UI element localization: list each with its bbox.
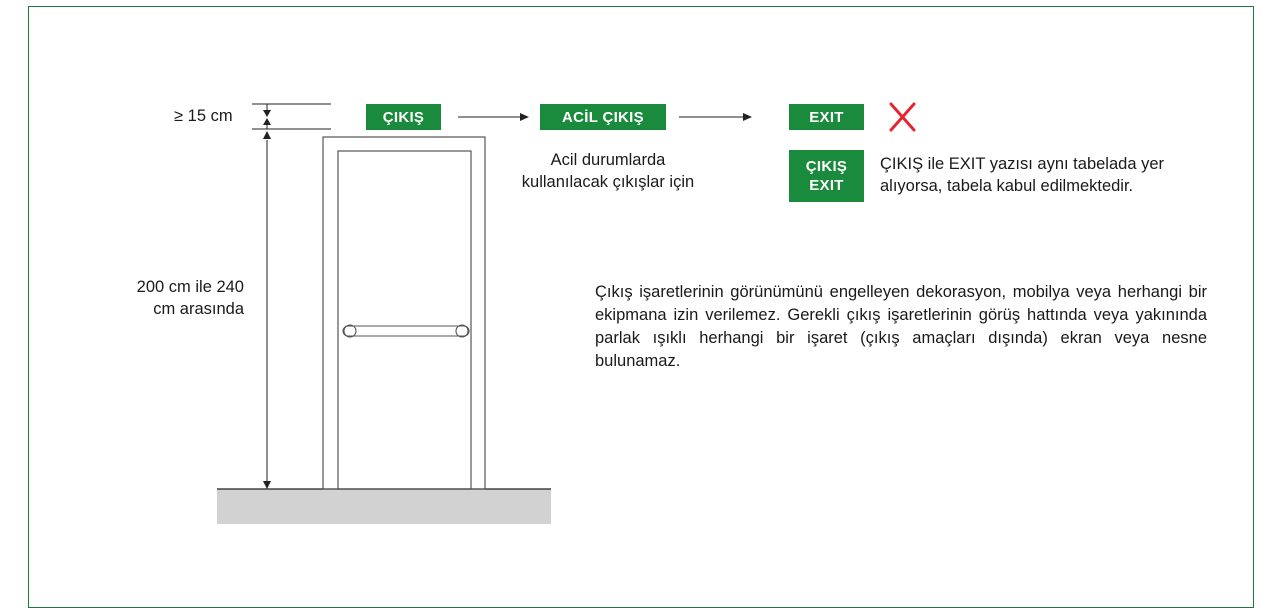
- bilingual-note: ÇIKIŞ ile EXIT yazısı aynı tabelada yer …: [880, 153, 1220, 197]
- bilingual-note-line-2: alıyorsa, tabela kabul edilmektedir.: [880, 177, 1134, 195]
- height-range-line-1: 200 cm ile 240: [136, 278, 244, 296]
- cross-icon: [889, 102, 916, 132]
- min-height-dimension: [252, 103, 331, 130]
- emergency-note-line-2: kullanılacak çıkışlar için: [521, 173, 695, 191]
- emergency-note-line-1: Acil durumlarda: [550, 151, 666, 169]
- door-push-bar: [342, 324, 470, 338]
- height-range-label: 200 cm ile 240 cm arasında: [92, 276, 244, 320]
- sign-cikis-exit-combined: ÇIKIŞ EXIT: [789, 150, 864, 202]
- sign-acil-cikis: ACİL ÇIKIŞ: [540, 104, 666, 130]
- combined-sign-bottom-text: EXIT: [809, 177, 844, 194]
- height-range-line-2: cm arasında: [153, 300, 244, 318]
- floor: [217, 489, 551, 524]
- min-height-label: ≥ 15 cm: [174, 107, 233, 125]
- flow-arrow-2: [679, 113, 752, 121]
- arrowhead: [263, 131, 271, 139]
- emergency-note: Acil durumlarda kullanılacak çıkışlar iç…: [478, 149, 738, 193]
- combined-sign-top-text: ÇIKIŞ: [805, 158, 848, 175]
- flow-arrow-1: [458, 113, 529, 121]
- sign-exit: EXIT: [789, 104, 864, 130]
- arrowhead: [263, 118, 271, 125]
- sign-cikis: ÇIKIŞ: [366, 104, 441, 130]
- arrowhead: [263, 481, 271, 489]
- door-leaf: [337, 150, 472, 490]
- door-frame: [322, 136, 486, 490]
- diagram-frame: [28, 6, 1254, 608]
- bilingual-note-line-1: ÇIKIŞ ile EXIT yazısı aynı tabelada yer: [880, 155, 1164, 173]
- visibility-requirements-paragraph: Çıkış işaretlerinin görünümünü engelleye…: [595, 283, 1207, 370]
- arrowhead: [263, 110, 271, 117]
